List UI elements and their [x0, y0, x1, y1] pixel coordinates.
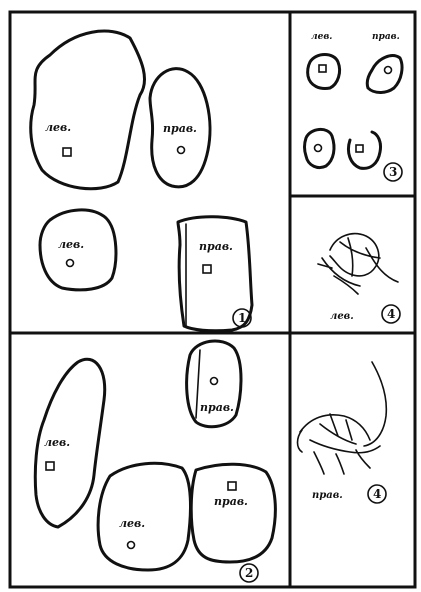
- panel-2: прав. лев. лев. прав. 2: [35, 341, 275, 582]
- panel-number: 4: [387, 307, 395, 321]
- circle-marker: [128, 542, 135, 549]
- circle-marker: [178, 147, 185, 154]
- panel-3: лев. прав. 3: [305, 32, 403, 181]
- square-marker: [203, 265, 211, 273]
- outline-bottom-left: [305, 129, 335, 167]
- panel-number: 1: [238, 311, 246, 325]
- label-right: прав.: [214, 495, 248, 508]
- square-marker: [63, 148, 71, 156]
- square-marker: [46, 462, 54, 470]
- label-left: лев.: [58, 238, 84, 251]
- sheet-frame: [10, 12, 415, 587]
- circle-marker: [315, 145, 322, 152]
- scribble-drawing: [318, 234, 398, 294]
- panel-1: лев. прав. лев. прав. 1: [31, 31, 252, 331]
- label-left: лев.: [44, 436, 70, 449]
- panel-4-upper: лев. 4: [318, 234, 400, 323]
- label-right: прав.: [312, 490, 343, 501]
- label-right: прав.: [372, 32, 400, 42]
- label-right: прав.: [199, 240, 233, 253]
- outline-bottom-right-arc: [348, 132, 380, 168]
- panel-4-lower: прав. 4: [298, 362, 387, 503]
- outline-large-left: [31, 31, 145, 189]
- label-right: прав.: [200, 401, 234, 414]
- square-marker: [319, 65, 326, 72]
- outline-right-blob: [191, 464, 275, 562]
- circle-marker: [211, 378, 218, 385]
- circle-marker: [385, 67, 392, 74]
- square-marker: [228, 482, 236, 490]
- label-left: лев.: [45, 121, 71, 134]
- outline-small-right: [367, 56, 402, 93]
- scribble-drawing: [298, 362, 387, 474]
- panel-number: 3: [389, 165, 397, 179]
- label-left: лев.: [311, 32, 332, 42]
- panel-number: 4: [373, 487, 381, 501]
- label-left: лев.: [119, 517, 145, 530]
- panel-number: 2: [245, 566, 253, 580]
- label-left: лев.: [330, 311, 354, 322]
- square-marker: [356, 145, 363, 152]
- circle-marker: [67, 260, 74, 267]
- label-right: прав.: [163, 122, 197, 135]
